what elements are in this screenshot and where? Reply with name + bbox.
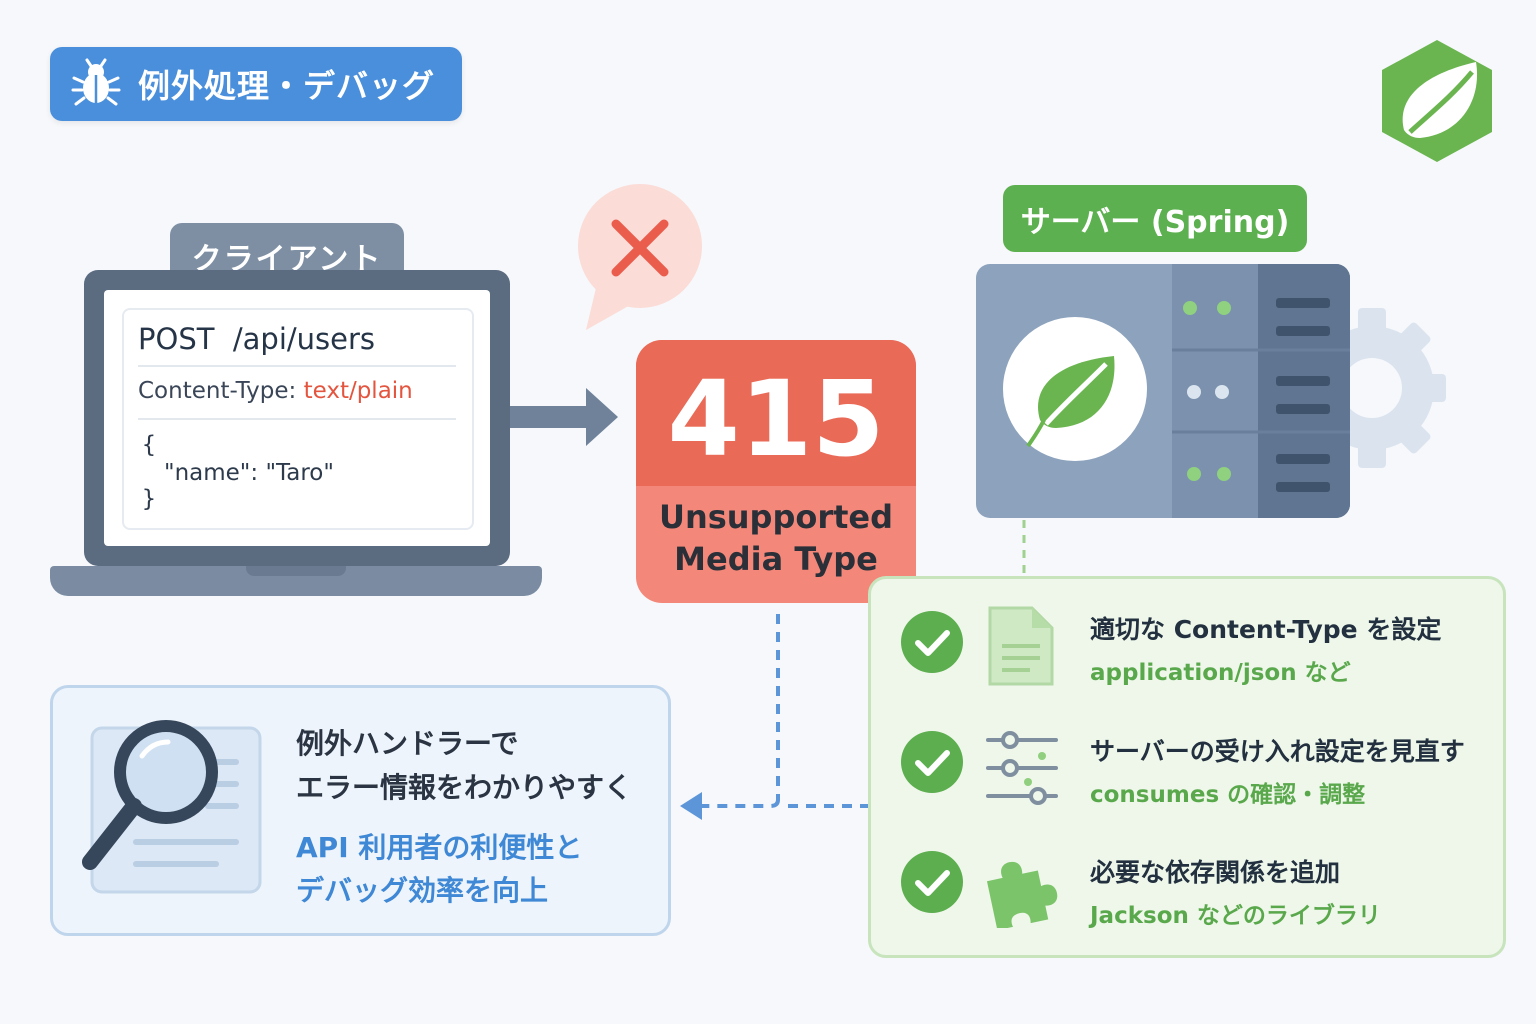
- status-message: Unsupported Media Type: [636, 496, 916, 580]
- handler-title-line2: エラー情報をわかりやすく: [296, 771, 633, 804]
- error-status-box: 415 Unsupported Media Type: [636, 340, 916, 603]
- solution-title: 必要な依存関係を追加: [1090, 858, 1341, 887]
- check-icon: [901, 851, 963, 913]
- server-rack-details: [1172, 298, 1350, 492]
- status-message-line2: Media Type: [674, 540, 878, 578]
- header-name: Content-Type:: [138, 378, 304, 404]
- solutions-panel: [868, 576, 1506, 958]
- laptop-notch: [246, 566, 346, 576]
- check-icon: [901, 611, 963, 673]
- divider: [138, 365, 456, 367]
- error-header: [636, 340, 916, 486]
- spring-logo-icon: [1382, 40, 1492, 162]
- status-message-line1: Unsupported: [658, 498, 894, 536]
- handler-subtitle-line2: デバッグ効率を向上: [296, 874, 549, 907]
- status-code: 415: [667, 358, 885, 480]
- request-line: POST /api/users: [138, 322, 376, 356]
- content-type-line: Content-Type: text/plain: [138, 378, 413, 404]
- body-field: "name": "Taro": [164, 460, 334, 486]
- magnifier-icon: [82, 720, 262, 894]
- divider: [138, 418, 456, 420]
- puzzle-icon: [986, 861, 1058, 928]
- sliders-icon: [986, 731, 1058, 805]
- body-open: {: [142, 432, 156, 458]
- solution-subtitle: consumes の確認・調整: [1090, 782, 1366, 808]
- header-value: text/plain: [303, 378, 413, 404]
- spring-leaf-icon: [1003, 317, 1147, 461]
- arrow-right-icon: [510, 388, 618, 446]
- check-icon: [901, 731, 963, 793]
- handler-title-line1: 例外ハンドラーで: [296, 727, 519, 760]
- solution-title: 適切な Content-Type を設定: [1090, 615, 1442, 644]
- solution-subtitle: application/json など: [1090, 660, 1351, 686]
- bug-icon: [71, 58, 121, 106]
- error-x-icon: [578, 184, 702, 330]
- section-title: 例外処理・デバッグ: [138, 67, 436, 105]
- handler-title: 例外ハンドラーで エラー情報をわかりやすく: [296, 722, 632, 810]
- solution-title: サーバーの受け入れ設定を見直す: [1090, 737, 1465, 766]
- handler-subtitle: API 利用者の利便性と デバッグ効率を向上: [296, 826, 582, 912]
- section-badge: 例外処理・デバッグ: [50, 47, 462, 121]
- document-icon: [988, 606, 1054, 686]
- handler-subtitle-line1: API 利用者の利便性と: [296, 831, 583, 864]
- server-label: サーバー (Spring): [1003, 185, 1307, 252]
- solution-subtitle: Jackson などのライブラリ: [1090, 903, 1381, 929]
- body-close: }: [142, 486, 156, 512]
